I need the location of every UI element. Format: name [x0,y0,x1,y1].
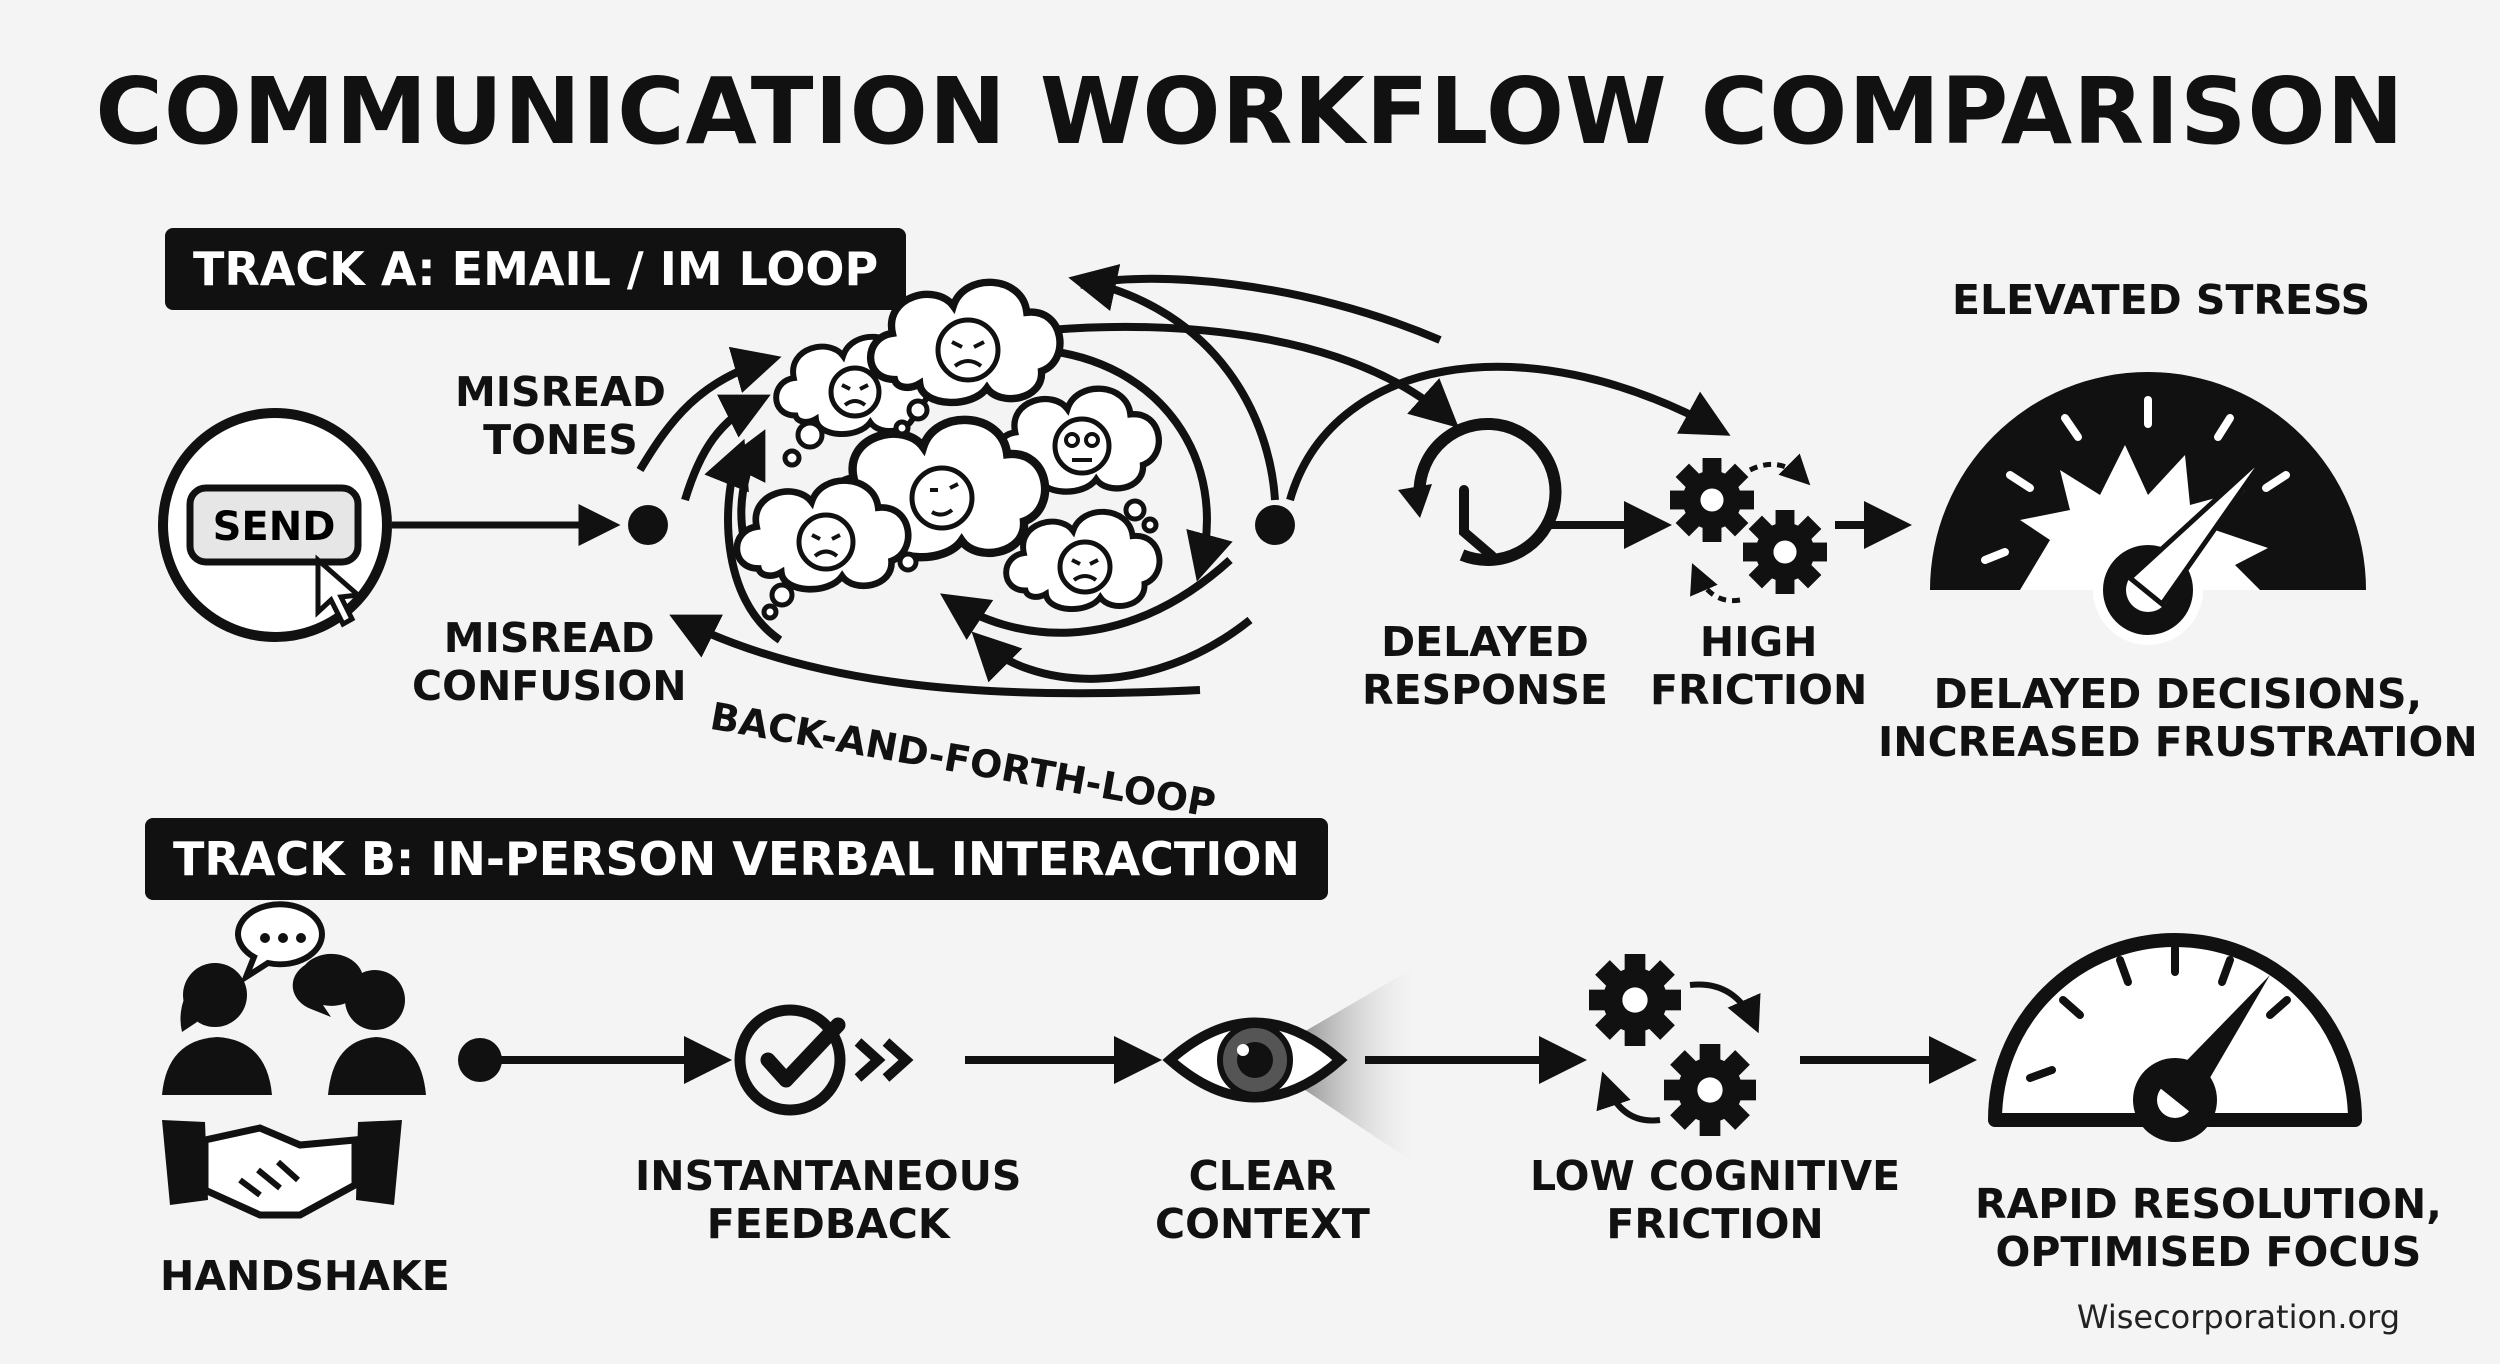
elevated-stress-label: ELEVATED STRESS [1952,276,2371,324]
track-b-outcome-label: RAPID RESOLUTION,OPTIMISED FOCUS [1975,1180,2442,1276]
stress-gauge-icon [1930,372,2366,645]
loop-exit-node [1255,505,1295,545]
clock-icon [1398,417,1562,566]
track-a-outcome-label: DELAYED DECISIONS,INCREASED FRUSTRATION [1878,670,2478,766]
page-title: COMMUNICATION WORKFLOW COMPARISON [95,58,2405,165]
loop-entry-node [628,505,668,545]
handshake-label: HANDSHAKE [160,1252,450,1300]
thought-cloud-icon [737,282,1160,621]
checkmark-icon [734,1004,914,1116]
send-button-label: SEND [213,504,336,550]
track-a-label: TRACK A: EMAIL / IM LOOP [165,228,907,310]
gears-icon [1589,954,1761,1136]
eye-icon [1162,970,1410,1160]
people-chat-icon [162,901,426,1095]
handshake-icon [162,1120,402,1219]
send-button-icon: SEND [158,408,392,642]
track-b-start-node [458,1038,502,1082]
watermark: Wisecorporation.org [2076,1298,2400,1336]
gears-icon [1670,453,1827,604]
loop-arrows [636,264,1731,698]
track-b-label: TRACK B: IN-PERSON VERBAL INTERACTION [145,818,1329,900]
speed-gauge-icon [1988,933,2362,1142]
